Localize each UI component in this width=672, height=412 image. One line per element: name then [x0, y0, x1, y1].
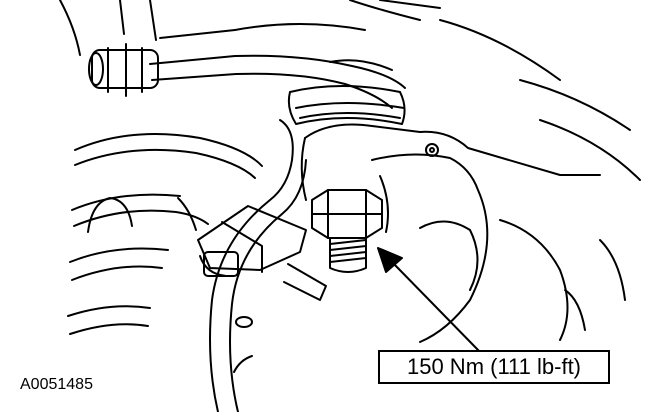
coil-spring — [67, 133, 263, 335]
torque-callout: 150 Nm (111 lb-ft) — [378, 350, 610, 384]
figure-id: A0051485 — [20, 376, 93, 393]
upper-control-arm — [59, 0, 406, 109]
hose-bracket — [197, 205, 327, 301]
torque-callout-text: 150 Nm (111 lb-ft) — [406, 354, 582, 379]
lower-ball-joint-nut — [311, 189, 383, 239]
control-arm-bushing — [88, 43, 159, 97]
shock-absorber — [287, 0, 441, 125]
steering-knuckle — [300, 19, 641, 343]
ball-joint-stud — [329, 237, 367, 273]
callout-arrow — [377, 247, 481, 353]
brake-hose — [209, 119, 307, 412]
